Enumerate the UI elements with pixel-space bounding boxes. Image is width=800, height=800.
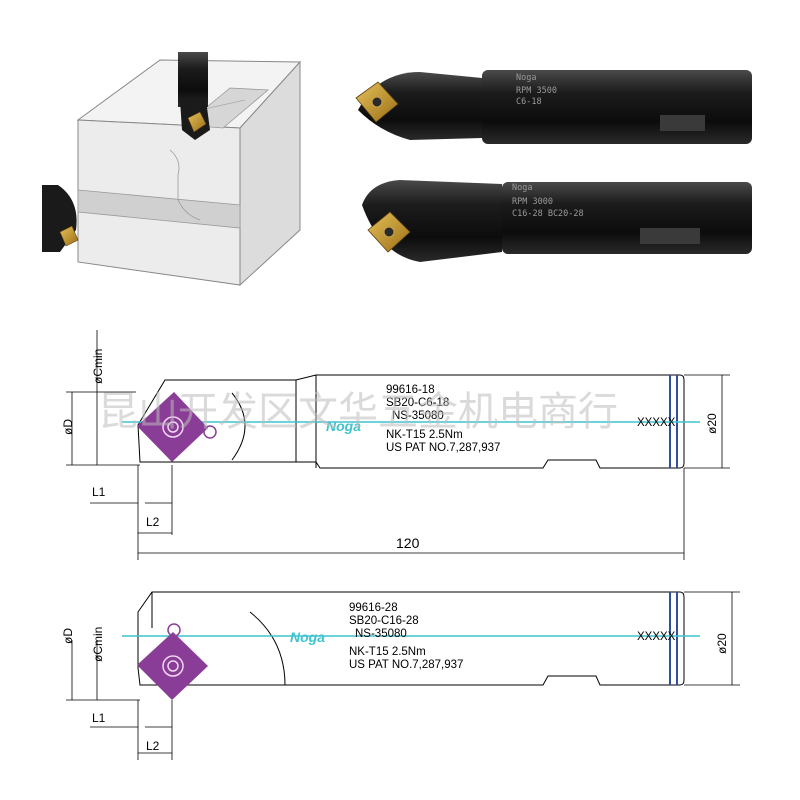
watermark: 昆山开发区文华五金机电商行 xyxy=(98,389,618,435)
spec-bottom-line5: US PAT NO.7,287,937 xyxy=(349,659,463,671)
photo-top-etch-line1: RPM 3500 xyxy=(516,86,557,96)
marking-bottom: XXXXX xyxy=(637,631,676,643)
tool-top-icon xyxy=(178,52,210,140)
dim-cmin-bottom: øCmin xyxy=(91,627,105,662)
drawing-bottom xyxy=(137,591,685,686)
photo-top-etch-line2: C6-18 xyxy=(516,97,542,107)
insert-purple-icon-top xyxy=(137,392,217,462)
workpiece-illustration xyxy=(42,52,302,287)
spec-top-line4: NK-T15 2.5Nm xyxy=(386,429,463,441)
photo-top-logo: Noga xyxy=(516,73,536,83)
spec-top-line2: SB20-C6-18 xyxy=(386,397,449,409)
tool-left-icon xyxy=(42,185,79,252)
dim-shank-bottom: ø20 xyxy=(715,633,729,654)
spec-top-line1: 99616-18 xyxy=(386,384,435,396)
spec-bottom-line1: 99616-28 xyxy=(349,602,398,614)
spec-bottom-line2: SB20-C16-28 xyxy=(349,615,419,627)
insert-gold-icon xyxy=(355,81,399,123)
insert-purple-icon-bottom xyxy=(137,623,208,700)
dim-length-top: 120 xyxy=(396,535,420,551)
spec-top-line3: NS-35080 xyxy=(392,410,444,422)
photo-tool-top: Noga RPM 3500 C6-18 xyxy=(355,70,752,144)
photo-tool-bottom: Noga RPM 3000 C16-28 BC20-28 xyxy=(362,180,752,262)
marking-top: XXXXX xyxy=(637,417,676,429)
logo-top: Noga xyxy=(326,418,361,434)
dim-l2-top: L2 xyxy=(146,515,160,529)
dim-d-bottom: øD xyxy=(61,628,75,644)
dimension-lines-top xyxy=(66,330,730,560)
spec-bottom-line3: NS-35080 xyxy=(355,628,407,640)
spec-top-line5: US PAT NO.7,287,937 xyxy=(386,442,500,454)
dim-l1-top: L1 xyxy=(92,485,106,499)
dim-shank-top: ø20 xyxy=(705,413,719,434)
photo-bottom-etch-line1: RPM 3000 xyxy=(512,197,553,207)
dim-d-top: øD xyxy=(61,419,75,435)
spec-bottom-line4: NK-T15 2.5Nm xyxy=(349,646,426,658)
dim-l2-bottom: L2 xyxy=(146,739,160,753)
insert-gold-icon-2 xyxy=(367,211,411,253)
dimension-lines-bottom xyxy=(66,591,740,760)
dim-cmin-top: øCmin xyxy=(91,349,105,384)
dim-l1-bottom: L1 xyxy=(92,711,106,725)
photo-bottom-etch-line2: C16-28 BC20-28 xyxy=(512,209,584,219)
photo-bottom-logo: Noga xyxy=(512,183,532,193)
logo-bottom: Noga xyxy=(290,629,325,645)
